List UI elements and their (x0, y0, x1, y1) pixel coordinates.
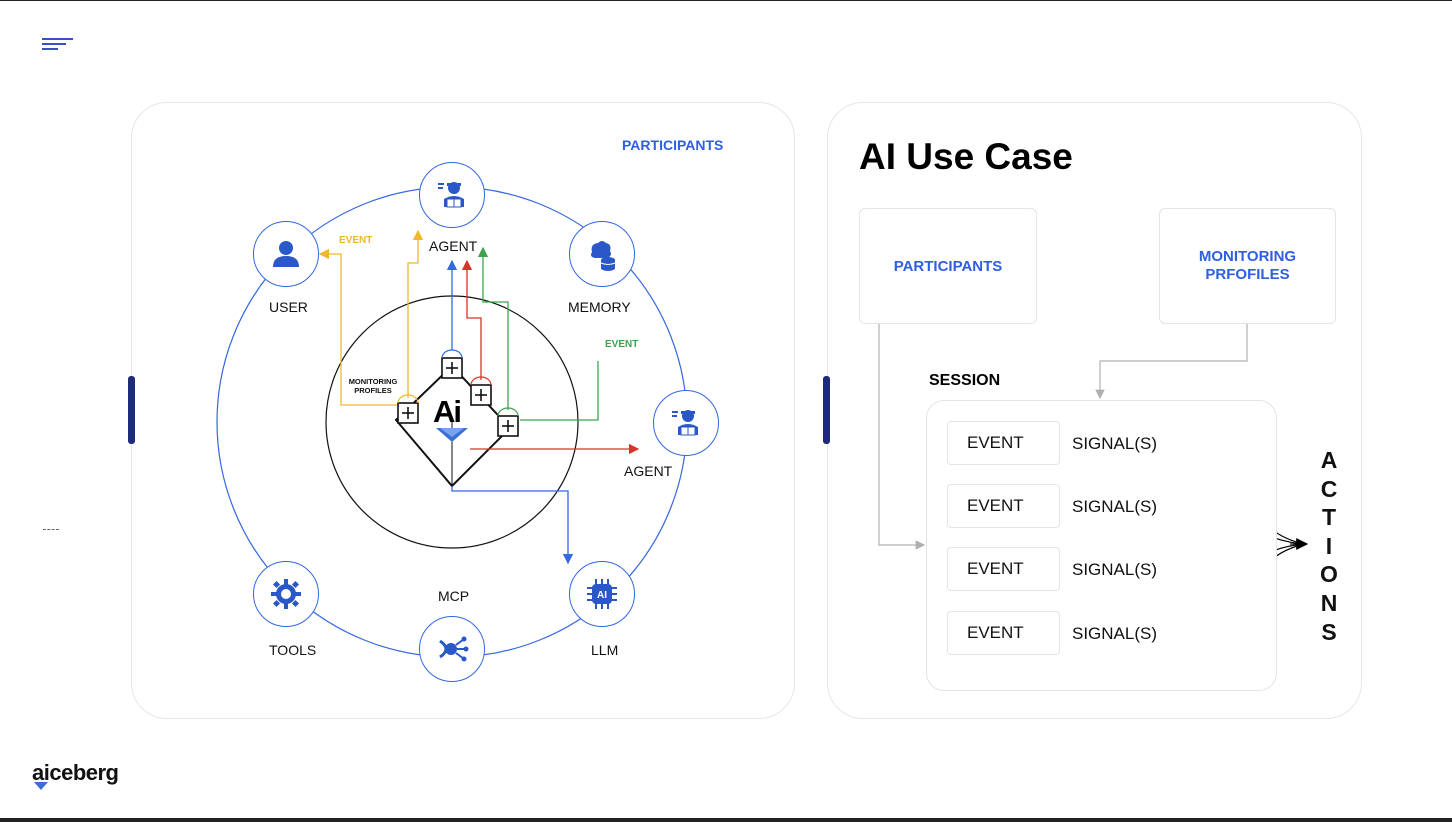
agent-right-node[interactable] (653, 390, 719, 456)
right-panel-handle[interactable] (823, 376, 830, 444)
agent-top-node[interactable] (419, 162, 485, 228)
page-title: AI Use Case (859, 136, 1073, 177)
event-box[interactable]: EVENT (947, 547, 1060, 591)
mcp-label: MCP (438, 588, 470, 604)
event-label-green: EVENT (605, 339, 639, 350)
gear-icon (271, 579, 301, 609)
dash-marker (43, 529, 59, 531)
event-label-yellow: EVENT (339, 235, 373, 246)
agent-icon (438, 182, 464, 208)
brand-name: aiceberg (32, 760, 119, 785)
bottom-border (0, 818, 1452, 822)
network-hub-icon (439, 636, 469, 662)
signal-label: SIGNAL(S) (1072, 560, 1158, 579)
monitoring-profiles-label: MONITORING PROFILES (348, 377, 398, 395)
brand-logo[interactable]: aiceberg (32, 760, 142, 792)
llm-node[interactable]: AI (569, 561, 635, 627)
mcp-node[interactable] (419, 616, 485, 682)
llm-label: LLM (591, 642, 619, 658)
menu-icon[interactable] (42, 38, 74, 54)
monitoring-profiles-box-label: MONITORING PRFOFILES (1198, 248, 1297, 283)
actions-label: A C T I O N S (1320, 447, 1338, 645)
event-box[interactable]: EVENT (947, 421, 1060, 465)
participants-box[interactable]: PARTICIPANTS (859, 208, 1037, 324)
signal-label: SIGNAL(S) (1072, 434, 1158, 453)
session-label: SESSION (929, 372, 1001, 389)
tools-node[interactable] (253, 561, 319, 627)
center-ai-logo: Ai (433, 394, 462, 429)
signal-label: SIGNAL(S) (1072, 497, 1158, 516)
user-label: USER (269, 299, 308, 315)
left-panel-handle[interactable] (128, 376, 135, 444)
event-box[interactable]: EVENT (947, 484, 1060, 528)
center-logo-iceberg-mark (436, 428, 468, 442)
svg-text:AI: AI (597, 590, 607, 601)
top-border (0, 0, 1452, 1)
ai-chip-icon: AI (587, 579, 617, 609)
memory-brain-icon (591, 241, 616, 271)
event-box[interactable]: EVENT (947, 611, 1060, 655)
iceberg-mark-icon (34, 782, 48, 790)
memory-label: MEMORY (568, 299, 631, 315)
user-icon (273, 241, 299, 267)
tools-label: TOOLS (269, 642, 317, 658)
participants-box-label: PARTICIPANTS (893, 257, 1003, 275)
agent-right-label: AGENT (624, 463, 673, 479)
monitoring-profiles-box[interactable]: MONITORING PRFOFILES (1159, 208, 1336, 324)
agent-icon (672, 410, 698, 436)
memory-node[interactable] (569, 221, 635, 287)
user-node[interactable] (253, 221, 319, 287)
agent-top-label: AGENT (429, 238, 478, 254)
participants-title: PARTICIPANTS (622, 137, 724, 153)
signal-label: SIGNAL(S) (1072, 624, 1158, 643)
